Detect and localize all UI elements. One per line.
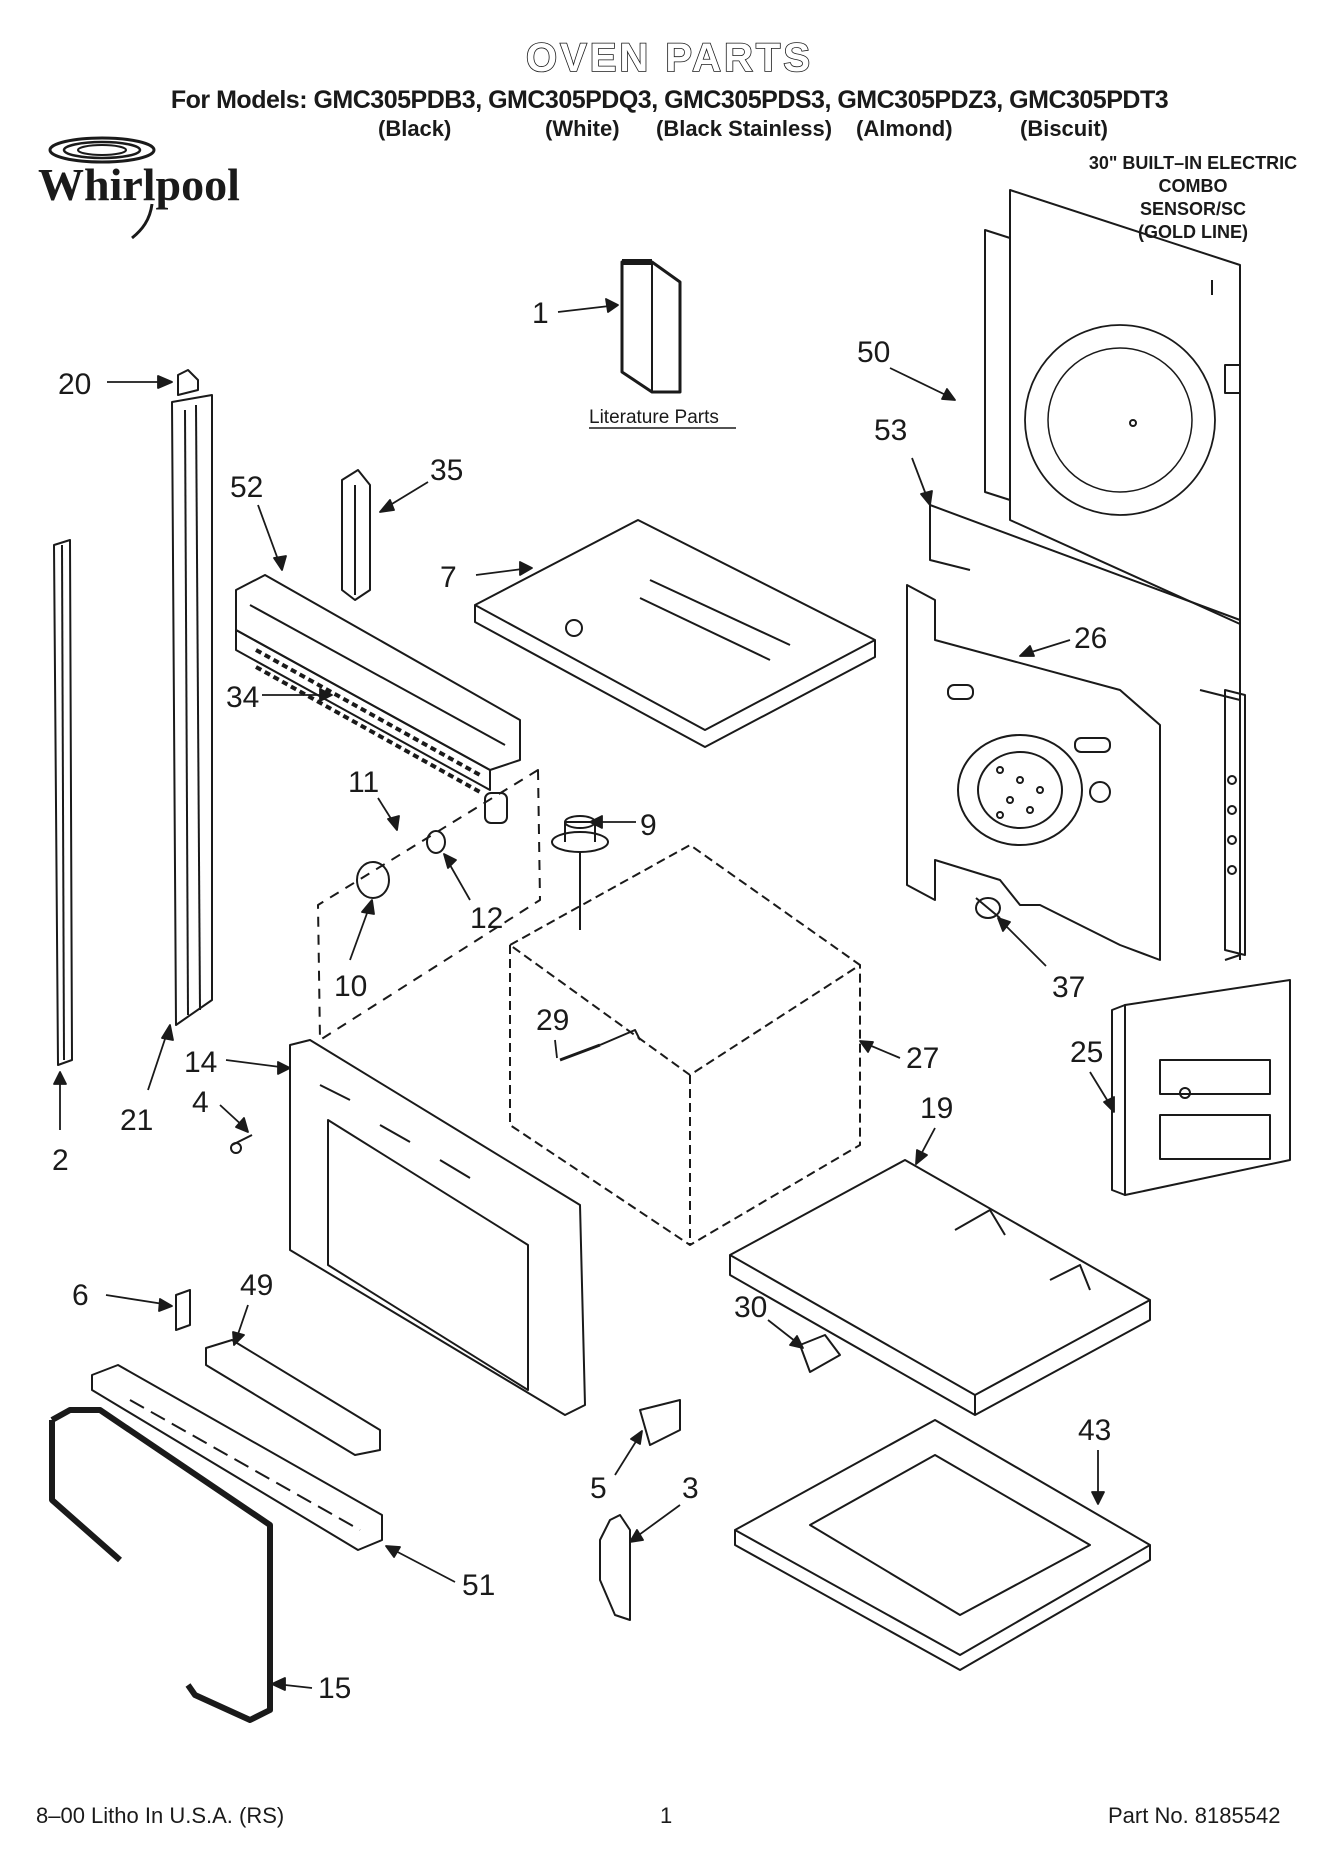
part-1-literature	[620, 259, 682, 394]
subtitle-line: COMBO	[1158, 176, 1228, 196]
callout-50: 50	[857, 336, 890, 369]
callout-15: 15	[318, 1672, 351, 1705]
product-description: 30" BUILT–IN ELECTRIC COMBO SENSOR/SC (G…	[1048, 152, 1338, 244]
variant-almond: (Almond)	[856, 116, 953, 141]
part-4-screw	[230, 1134, 253, 1154]
callout-4: 4	[192, 1086, 209, 1119]
callout-labels: 1 2 3 4 5 6 7 9 10 11 12 14 15 19 20 21 …	[52, 297, 1111, 1705]
variant-black: (Black)	[378, 116, 452, 141]
callout-19: 19	[920, 1092, 953, 1125]
subtitle-line: SENSOR/SC	[1139, 199, 1247, 219]
part-9-sensor	[551, 815, 609, 930]
part-6-bracket	[175, 1289, 191, 1331]
part-37-sensor	[975, 897, 1001, 919]
callout-26: 26	[1074, 622, 1107, 655]
part-21-side-trim	[171, 394, 213, 1026]
callout-30: 30	[734, 1291, 767, 1324]
subtitle-line: (GOLD LINE)	[1138, 222, 1248, 242]
part-35-vent-duct	[341, 469, 371, 601]
variant-black-stainless: (Black Stainless)	[656, 116, 833, 141]
callout-37: 37	[1052, 971, 1085, 1004]
callout-49: 49	[240, 1269, 273, 1302]
callout-20: 20	[58, 368, 91, 401]
part-11-light-group	[317, 769, 541, 1041]
part-43-bottom-pan	[734, 1419, 1151, 1671]
literature-parts-label: Literature Parts	[589, 407, 719, 428]
part-49-trim	[205, 1339, 381, 1456]
page-title: OVEN PARTS	[525, 35, 814, 81]
callout-14: 14	[184, 1046, 217, 1079]
part-29-probe	[559, 1029, 641, 1062]
callout-3: 3	[682, 1472, 699, 1505]
models-line: For Models: GMC305PDB3, GMC305PDQ3, GMC3…	[170, 86, 1169, 114]
callout-51: 51	[462, 1569, 495, 1602]
leader-lines	[53, 298, 1115, 1691]
callout-21: 21	[120, 1104, 153, 1137]
part-3-bracket	[599, 1514, 631, 1621]
part-14-front-frame	[289, 1039, 586, 1416]
part-5-bracket	[639, 1399, 681, 1446]
variant-white: (White)	[545, 116, 620, 141]
part-51-vent-trim	[91, 1364, 383, 1551]
part-2-side-trim	[53, 539, 73, 1066]
part-34-vent-grille	[235, 629, 491, 794]
whirlpool-logo: Whirlpool	[38, 136, 240, 240]
part-50-rear-panel	[984, 189, 1241, 625]
part-19-bottom-tray	[729, 1159, 1151, 1416]
callout-5: 5	[590, 1472, 607, 1505]
part-25-side-panel	[1111, 979, 1291, 1196]
part-number: Part No. 8185542	[1108, 1803, 1281, 1828]
callout-2: 2	[52, 1144, 69, 1177]
page-number: 1	[660, 1803, 673, 1828]
footer-print-info: 8–00 Litho In U.S.A. (RS)	[36, 1803, 285, 1828]
part-15-gasket	[50, 1407, 273, 1723]
callout-43: 43	[1078, 1414, 1111, 1447]
callout-52: 52	[230, 471, 263, 504]
part-53-rear-wrap	[929, 504, 1241, 961]
callout-35: 35	[430, 454, 463, 487]
callout-27: 27	[906, 1042, 939, 1075]
variant-biscuit: (Biscuit)	[1020, 116, 1108, 141]
part-27-oven-cavity	[509, 844, 861, 1246]
callout-25: 25	[1070, 1036, 1103, 1069]
callout-12: 12	[470, 902, 503, 935]
callout-53: 53	[874, 414, 907, 447]
callout-10: 10	[334, 970, 367, 1003]
callout-29: 29	[536, 1004, 569, 1037]
callout-34: 34	[226, 681, 259, 714]
callout-1: 1	[532, 297, 549, 330]
part-20-end-cap	[177, 369, 199, 396]
callout-7: 7	[440, 561, 457, 594]
callout-6: 6	[72, 1279, 89, 1312]
subtitle-line: 30" BUILT–IN ELECTRIC	[1088, 153, 1298, 173]
part-7-top-panel	[474, 519, 876, 748]
part-26-back-plate	[906, 584, 1246, 961]
callout-9: 9	[640, 809, 657, 842]
part-30-clip	[799, 1334, 841, 1373]
callout-11: 11	[348, 766, 379, 799]
svg-text:Whirlpool: Whirlpool	[38, 159, 240, 210]
